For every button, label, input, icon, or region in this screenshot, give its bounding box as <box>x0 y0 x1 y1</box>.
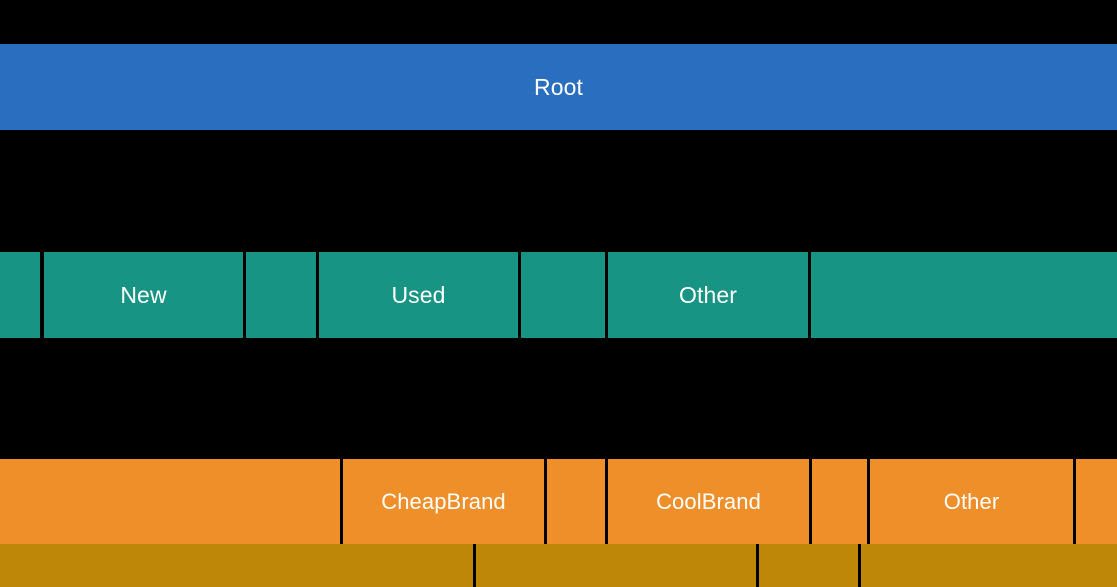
icicle-node-cond-other[interactable]: Other <box>608 252 808 338</box>
icicle-node-leaf-c[interactable] <box>759 544 858 587</box>
icicle-node-cond-d[interactable] <box>811 252 1117 338</box>
icicle-node-brand-c[interactable] <box>812 459 867 544</box>
icicle-node-brand-cool[interactable]: CoolBrand <box>608 459 809 544</box>
icicle-node-brand-d[interactable] <box>1076 459 1117 544</box>
icicle-node-cond-used[interactable]: Used <box>319 252 518 338</box>
icicle-node-brand-a[interactable] <box>0 459 340 544</box>
icicle-node-cond-b[interactable] <box>246 252 316 338</box>
icicle-node-cond-new[interactable]: New <box>44 252 243 338</box>
icicle-node-brand-b[interactable] <box>547 459 605 544</box>
icicle-node-label: Used <box>391 281 446 308</box>
icicle-node-cond-a[interactable] <box>0 252 40 338</box>
icicle-node-label: CheapBrand <box>381 488 506 514</box>
icicle-node-label: CoolBrand <box>656 488 761 514</box>
icicle-node-label: Other <box>678 281 738 308</box>
icicle-node-leaf-b[interactable] <box>476 544 756 587</box>
icicle-node-root[interactable]: Root <box>0 44 1117 130</box>
icicle-node-cond-c[interactable] <box>521 252 605 338</box>
icicle-node-brand-cheap[interactable]: CheapBrand <box>343 459 544 544</box>
icicle-node-leaf-a[interactable] <box>0 544 473 587</box>
icicle-node-brand-other[interactable]: Other <box>870 459 1073 544</box>
icicle-node-leaf-d[interactable] <box>861 544 1117 587</box>
icicle-node-label: New <box>120 281 167 308</box>
icicle-node-label: Root <box>534 73 583 100</box>
icicle-node-label: Other <box>943 488 1000 514</box>
